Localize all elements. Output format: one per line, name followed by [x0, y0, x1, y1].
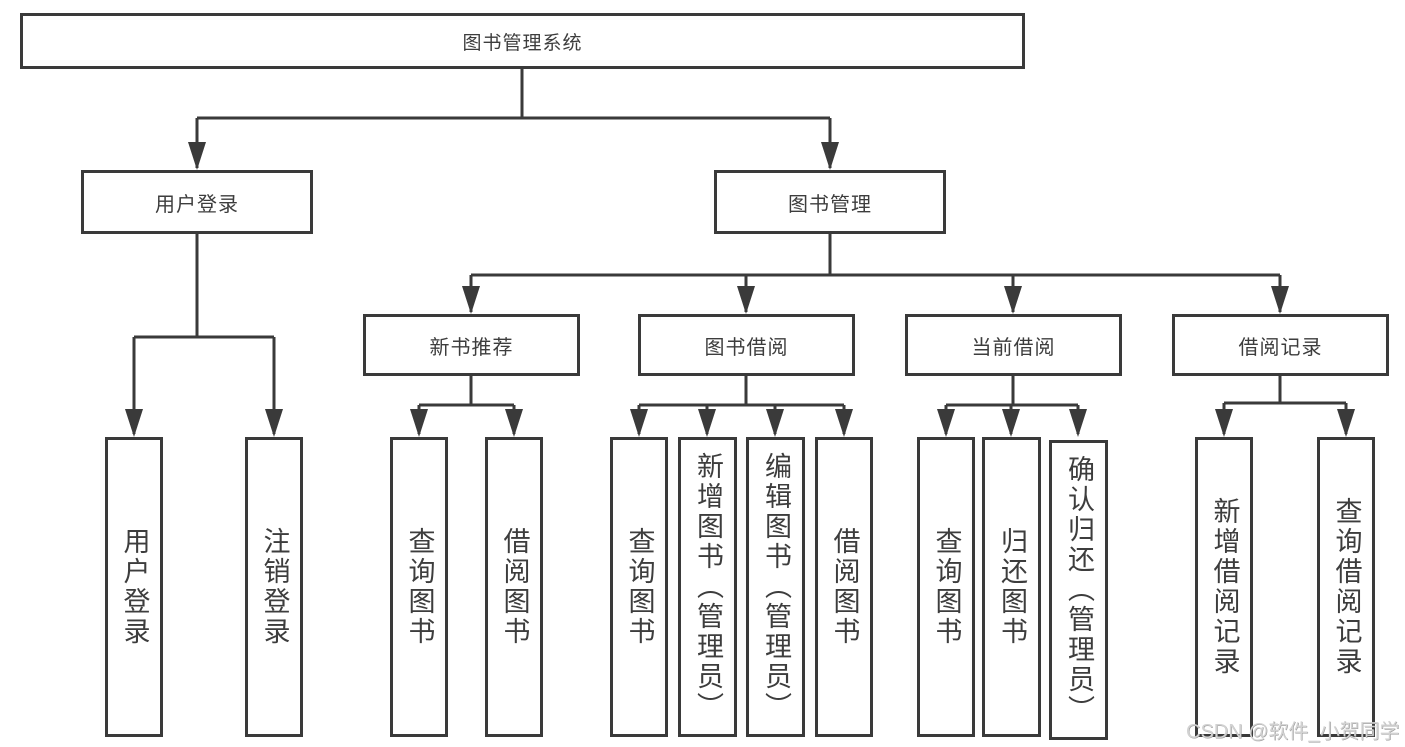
node-label: 借阅记录 [1238, 336, 1323, 359]
node-leaf-logout: 注销登录 [245, 437, 303, 737]
node-label: 注销登录 [259, 527, 290, 647]
connector-records-to-leaves [1222, 376, 1348, 434]
node-label: 用户登录 [155, 193, 239, 216]
node-leaf-current-return: 归还图书 [982, 437, 1041, 737]
arrow-down-icon [410, 409, 428, 437]
arrow-down-icon [1337, 409, 1355, 437]
node-label: 编辑图书（管理员） [761, 452, 791, 722]
arrow-down-icon [505, 409, 523, 437]
node-label: 新增图书（管理员） [693, 452, 723, 722]
node-label: 图书管理系统 [462, 32, 583, 54]
node-leaf-borrow-borrow: 借阅图书 [815, 437, 873, 737]
node-book-borrow: 图书借阅 [638, 314, 855, 376]
node-label: 查询图书 [624, 527, 655, 647]
connector-mgmt-to-level3 [469, 234, 1282, 312]
arrow-down-icon [821, 142, 839, 170]
arrow-down-icon [1004, 286, 1022, 314]
arrow-down-icon [937, 409, 955, 437]
arrowheads [125, 142, 1355, 437]
arrow-down-icon [835, 409, 853, 437]
node-leaf-records-add: 新增借阅记录 [1195, 437, 1253, 737]
node-label: 借阅图书 [829, 527, 860, 647]
node-label: 新增借阅记录 [1209, 497, 1240, 677]
node-label: 当前借阅 [971, 336, 1056, 359]
node-label: 图书管理 [788, 193, 872, 216]
node-current-borrow: 当前借阅 [905, 314, 1122, 376]
node-label: 确认归还（管理员） [1064, 455, 1094, 725]
arrow-down-icon [698, 409, 716, 437]
arrow-down-icon [630, 409, 648, 437]
node-book-management: 图书管理 [714, 170, 946, 234]
node-leaf-records-query: 查询借阅记录 [1317, 437, 1375, 737]
node-system-root: 图书管理系统 [20, 13, 1025, 69]
node-leaf-newbook-query: 查询图书 [390, 437, 448, 737]
node-leaf-newbook-borrow: 借阅图书 [485, 437, 543, 737]
node-user-login: 用户登录 [81, 170, 313, 234]
node-label: 查询图书 [404, 527, 435, 647]
arrow-down-icon [1069, 409, 1087, 437]
node-leaf-current-confirm-admin: 确认归还（管理员） [1049, 440, 1108, 740]
node-label: 查询图书 [931, 527, 962, 647]
node-label: 新书推荐 [429, 336, 514, 359]
arrow-down-icon [1002, 409, 1020, 437]
connector-newbooks-to-leaves [417, 376, 516, 434]
node-leaf-current-query: 查询图书 [917, 437, 975, 737]
arrow-down-icon [737, 286, 755, 314]
arrow-down-icon [1215, 409, 1233, 437]
connector-login-to-leaves [132, 234, 276, 434]
node-leaf-borrow-query: 查询图书 [610, 437, 668, 737]
node-label: 归还图书 [997, 527, 1027, 647]
node-leaf-borrow-add-admin: 新增图书（管理员） [678, 437, 737, 737]
csdn-watermark: CSDN @软件_小贺同学 [1186, 721, 1400, 743]
arrow-down-icon [462, 286, 480, 314]
node-leaf-borrow-edit-admin: 编辑图书（管理员） [746, 437, 805, 737]
arrow-down-icon [766, 409, 784, 437]
arrow-down-icon [125, 409, 143, 437]
connector-root-to-level2 [195, 69, 832, 168]
arrow-down-icon [188, 142, 206, 170]
connector-paths [132, 69, 1348, 434]
node-label: 图书借阅 [704, 336, 789, 359]
connector-borrow-to-leaves [637, 376, 846, 434]
node-borrow-records: 借阅记录 [1172, 314, 1389, 376]
arrow-down-icon [1271, 286, 1289, 314]
node-new-book-recommend: 新书推荐 [363, 314, 580, 376]
node-label: 查询借阅记录 [1331, 497, 1362, 677]
node-label: 借阅图书 [499, 527, 530, 647]
arrow-down-icon [265, 409, 283, 437]
node-leaf-user-login: 用户登录 [105, 437, 163, 737]
node-label: 用户登录 [119, 527, 150, 647]
